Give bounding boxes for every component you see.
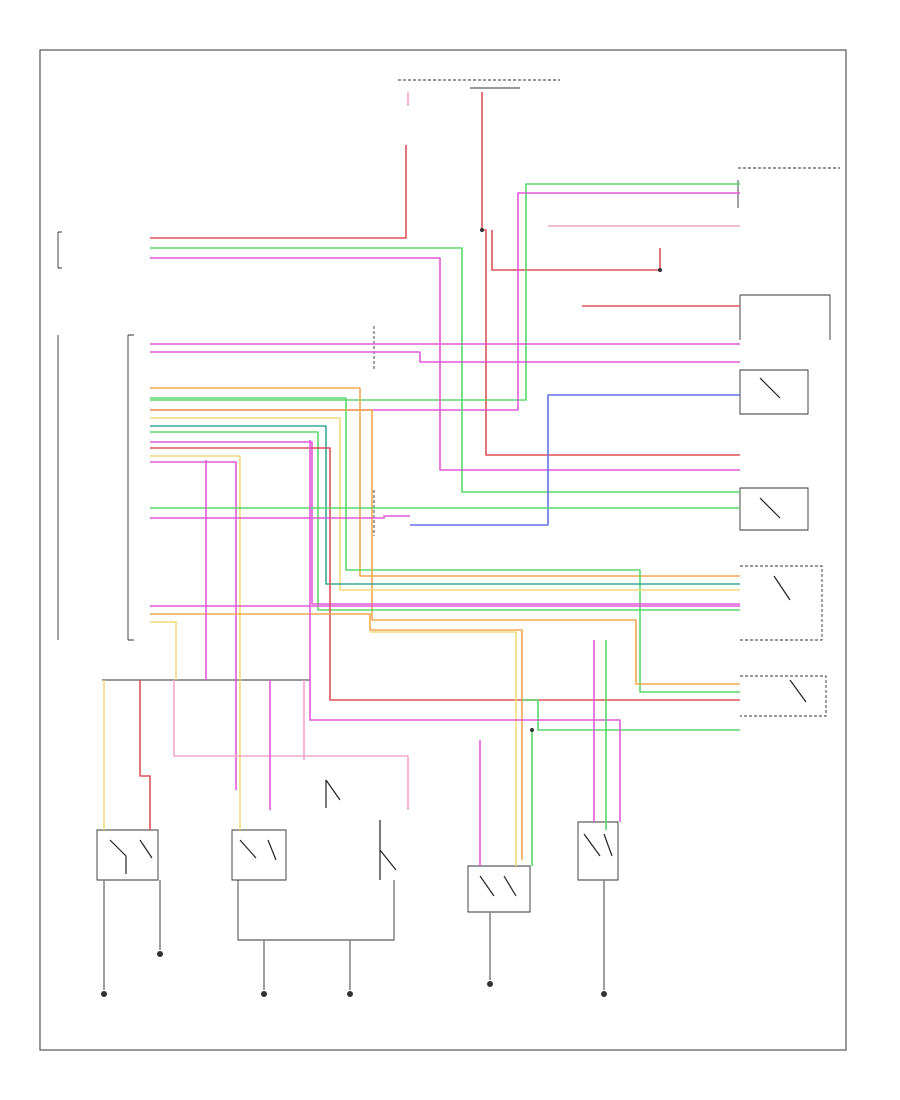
ground-1 [101, 991, 107, 997]
switch-symbol-8 [759, 377, 781, 519]
wire-relay-magenta [150, 257, 740, 471]
wire-green-rear [522, 699, 740, 866]
wire-green-top [150, 183, 740, 401]
ground-4 [347, 991, 353, 997]
wire-yellow-mid [150, 417, 740, 591]
switch-symbol-9 [773, 575, 807, 703]
wire-blue [410, 394, 740, 526]
wire-yellow-lower [150, 621, 177, 680]
splice-dot-1 [480, 228, 484, 232]
ground-symbols [101, 228, 662, 997]
wire-magenta-bcm-lower [150, 515, 410, 519]
wire-magenta-left-front [309, 440, 621, 822]
wire-drop-red [139, 680, 151, 830]
diagram-frame [39, 49, 847, 1051]
body-control-module [57, 334, 134, 641]
right-switch-box-2 [739, 487, 809, 531]
wire-fuse-feed-left-lower [150, 145, 407, 239]
bottom-bracket [237, 880, 395, 941]
wire-red-2 [150, 447, 740, 701]
switch-symbol-2 [139, 839, 153, 859]
splice-dot-3 [530, 728, 534, 732]
switch-symbols [109, 377, 807, 897]
wire-drop-pink [173, 680, 409, 810]
splice-dot-2 [658, 268, 662, 272]
switch-symbol-4 [325, 779, 341, 808]
switch-symbol-3 [239, 839, 277, 861]
wire-fuse-feed-center [481, 92, 740, 456]
wire-green-2 [150, 431, 740, 611]
switch-symbol-7 [583, 833, 613, 857]
ground-3 [261, 991, 267, 997]
right-switch-box-1 [739, 369, 809, 415]
wire-yellow-2 [150, 455, 241, 830]
rear-door-switch-box [577, 821, 619, 881]
ground-5 [487, 981, 493, 987]
ground-2 [157, 951, 163, 957]
ground-6 [601, 991, 607, 997]
wire-magenta-3 [150, 441, 740, 605]
relay-module-left [57, 231, 62, 269]
wire-fuse-feed-center-branch [491, 230, 660, 271]
wires [103, 92, 740, 990]
wire-yellow-lower-2 [370, 631, 517, 866]
switch-symbol-1 [109, 839, 127, 874]
wire-orange-2 [150, 409, 740, 685]
liftgate-switch-box [96, 829, 159, 881]
left-front-door-switch-box [740, 675, 827, 717]
right-relay-box [739, 294, 831, 340]
wire-relay-green [150, 247, 740, 493]
door-motor-box [467, 865, 531, 913]
wire-orange-lower [150, 613, 523, 860]
lock-actuator-box [231, 829, 287, 881]
wire-teal-mid [150, 425, 740, 585]
wire-magenta-right-2 [150, 351, 740, 363]
wire-green-mid [150, 397, 740, 693]
switch-symbol-6 [479, 875, 517, 897]
components [57, 79, 840, 941]
switch-symbol-5 [379, 820, 397, 880]
passenger-door-switch-box [740, 565, 823, 641]
wire-magenta-4 [150, 461, 237, 790]
wire-yellow-orange-1 [150, 387, 740, 577]
